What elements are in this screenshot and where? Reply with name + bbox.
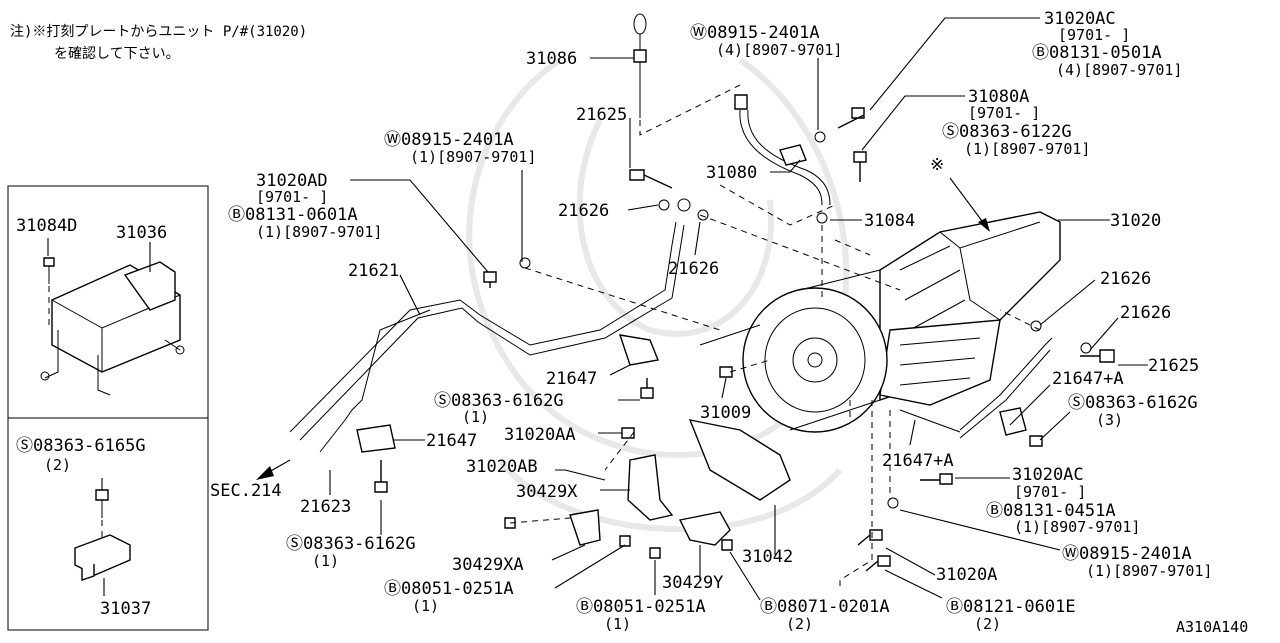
label-08363-6162G-right-qty: (3)	[1096, 411, 1123, 429]
label-08363-6122G-qty: (1)[8907-9701]	[964, 140, 1090, 158]
label-31020AC-top-range: [9701- ]	[1058, 26, 1130, 44]
label-21623: 21623	[300, 497, 351, 517]
label-08915-2401A-mid-qty: (1)[8907-9701]	[410, 148, 536, 166]
label-21626-b: 21626	[668, 259, 719, 279]
label-31020AC-top: 31020AC	[1044, 9, 1116, 29]
label-sec-214: SEC.214	[210, 481, 282, 501]
label-21626-a: 21626	[558, 201, 609, 221]
bracket-30429XA	[569, 509, 601, 546]
label-31084D: 31084D	[16, 216, 77, 236]
label-08071-0201A: Ⓑ08071-0201A	[760, 597, 890, 617]
label-08071-0201A-qty: (2)	[786, 615, 813, 633]
label-31036: 31036	[116, 223, 167, 243]
transmission-31020	[742, 211, 1061, 433]
label-08051-0251A-left-qty: (1)	[412, 597, 439, 615]
label-21647-mid: 21647	[546, 369, 597, 389]
diagram-code: A310A140	[1176, 618, 1248, 636]
label-08363-6122G: Ⓢ08363-6122G	[942, 122, 1072, 142]
label-31084: 31084	[864, 211, 915, 231]
label-31020AA: 31020AA	[504, 425, 576, 445]
note-line-2: を確認して下さい。	[54, 46, 180, 62]
dashed-connectors	[509, 84, 1041, 590]
label-31020AC-low-range: [9701- ]	[1014, 483, 1086, 501]
label-31020AD-range: [9701- ]	[256, 188, 328, 206]
label-08131-0601A: Ⓑ08131-0601A	[228, 205, 358, 225]
label-31020: 31020	[1110, 211, 1161, 231]
label-08363-6162G-left: Ⓢ08363-6162G	[286, 534, 416, 554]
cover-31042	[688, 419, 791, 501]
screw-31084D	[43, 257, 55, 330]
sensor-box	[7, 417, 209, 631]
label-08131-0501A-qty: (4)[8907-9701]	[1056, 61, 1182, 79]
label-08363-6162G-mid: Ⓢ08363-6162G	[434, 391, 564, 411]
label-08121-0601E-qty: (2)	[974, 615, 1001, 633]
label-21626-c: 21626	[1100, 269, 1151, 289]
label-31020A: 31020A	[936, 565, 997, 585]
bracket-30429Y	[678, 511, 731, 546]
label-08915-2401A-top: Ⓦ08915-2401A	[690, 23, 820, 43]
sensor-31037	[74, 489, 131, 581]
bracket-30429X	[627, 454, 674, 521]
label-08051-0251A-mid-qty: (1)	[604, 615, 631, 633]
label-21647-left: 21647	[426, 431, 477, 451]
label-21621: 21621	[348, 261, 399, 281]
label-21625-top: 21625	[576, 105, 627, 125]
label-21647A-right: 21647+A	[1052, 369, 1124, 389]
label-08363-6162G-right: Ⓢ08363-6162G	[1068, 393, 1198, 413]
label-21647A-lower: 21647+A	[882, 451, 954, 471]
cooler-pipe-21621	[289, 221, 761, 453]
label-star-mark: ※	[930, 155, 944, 175]
note-line-1: 注)※打刻プレートからユニット P/#(31020)	[10, 23, 307, 40]
label-31042: 31042	[742, 547, 793, 567]
label-08121-0601E: Ⓑ08121-0601E	[946, 597, 1076, 617]
label-30429Y: 30429Y	[662, 573, 723, 593]
label-31009: 31009	[700, 403, 751, 423]
label-08363-6162G-mid-qty: (1)	[462, 408, 489, 426]
label-08915-2401A-top-qty: (4)[8907-9701]	[716, 41, 842, 59]
watermark-emblem	[466, 57, 850, 533]
sec-arrow-head	[256, 466, 274, 480]
label-08131-0501A: Ⓑ08131-0501A	[1032, 43, 1162, 63]
cooler-pipe-21647A	[899, 337, 1053, 439]
clip-21647-left	[356, 424, 396, 453]
label-31080A: 31080A	[968, 87, 1029, 107]
label-08363-6165G: Ⓢ08363-6165G	[16, 436, 146, 456]
label-30429X: 30429X	[516, 482, 578, 502]
label-31020AC-low: 31020AC	[1012, 465, 1084, 485]
label-08051-0251A-mid: Ⓑ08051-0251A	[576, 597, 706, 617]
label-08131-0451A: Ⓑ08131-0451A	[986, 501, 1116, 521]
label-08915-2401A-mid: Ⓦ08915-2401A	[384, 130, 514, 150]
label-21625-right: 21625	[1148, 356, 1199, 376]
fasteners	[374, 107, 1115, 572]
control-unit-31036	[40, 261, 185, 396]
label-08915-2401A-low-qty: (1)[8907-9701]	[1086, 562, 1212, 580]
label-31020AD: 31020AD	[256, 171, 328, 191]
label-31080A-range: [9701- ]	[968, 104, 1040, 122]
clip-21647-mid	[618, 334, 659, 366]
label-21626-d: 21626	[1120, 303, 1171, 323]
label-08131-0451A-qty: (1)[8907-9701]	[1014, 518, 1140, 536]
label-08363-6165G-qty: (2)	[44, 456, 71, 474]
star-arrow-line	[949, 177, 986, 226]
label-08051-0251A-left: Ⓑ08051-0251A	[384, 579, 514, 599]
label-08915-2401A-low: Ⓦ08915-2401A	[1062, 544, 1192, 564]
star-arrow-head	[978, 218, 990, 232]
label-31086: 31086	[526, 49, 577, 69]
dipstick-31086	[633, 13, 647, 118]
label-31080: 31080	[706, 163, 757, 183]
label-08131-0601A-qty: (1)[8907-9701]	[256, 223, 382, 241]
label-31037: 31037	[100, 599, 151, 619]
leader-lines	[329, 17, 1148, 601]
label-30429XA: 30429XA	[452, 555, 524, 575]
label-08363-6162G-left-qty: (1)	[312, 552, 339, 570]
label-31020AB: 31020AB	[466, 457, 538, 477]
